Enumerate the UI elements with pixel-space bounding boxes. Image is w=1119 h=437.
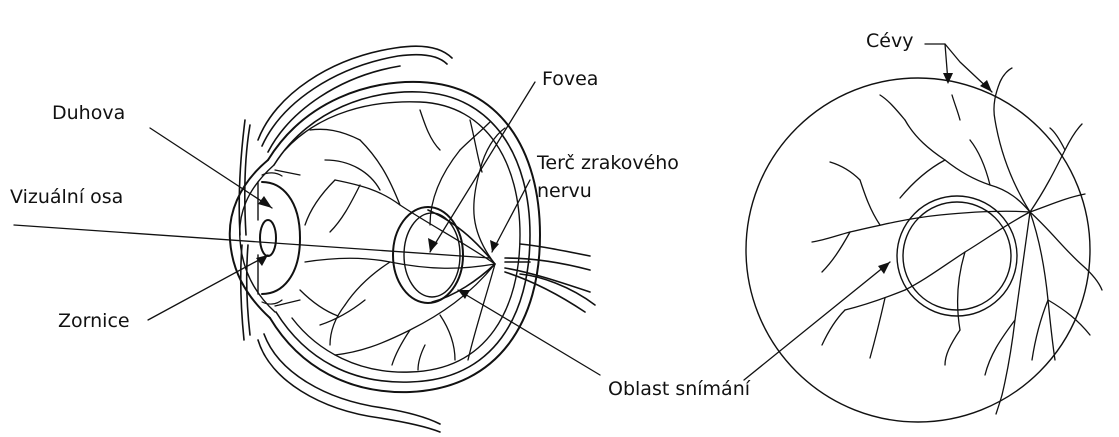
eye-cross-section	[230, 46, 595, 432]
label-scan-area: Oblast snímání	[608, 378, 750, 402]
retinal-vessels	[300, 110, 505, 370]
label-visual-axis: Vizuální osa	[10, 186, 123, 210]
leader-iris	[150, 128, 272, 208]
leader-optic-disc	[492, 180, 530, 252]
label-optic-disc-line2: nervu	[537, 180, 592, 204]
iris	[262, 182, 300, 294]
label-vessels: Cévy	[866, 30, 913, 54]
leader-visual-axis	[14, 225, 490, 258]
leader-scan-area-eye	[458, 290, 600, 375]
leader-scan-area-fundus	[744, 262, 890, 380]
fundus-vessels	[812, 68, 1102, 414]
label-pupil: Zornice	[58, 310, 130, 334]
label-optic-disc-line1: Terč zrakového	[537, 152, 679, 176]
retina	[285, 102, 520, 372]
pupil	[260, 220, 276, 256]
label-fovea: Fovea	[542, 68, 598, 92]
retina-fundus	[746, 68, 1102, 422]
label-iris: Duhova	[52, 102, 125, 126]
leader-pupil	[148, 255, 268, 320]
optic-nerve	[505, 244, 595, 312]
arrowheads	[256, 73, 992, 299]
eyelids	[239, 46, 452, 432]
fundus-boundary	[746, 78, 1090, 422]
